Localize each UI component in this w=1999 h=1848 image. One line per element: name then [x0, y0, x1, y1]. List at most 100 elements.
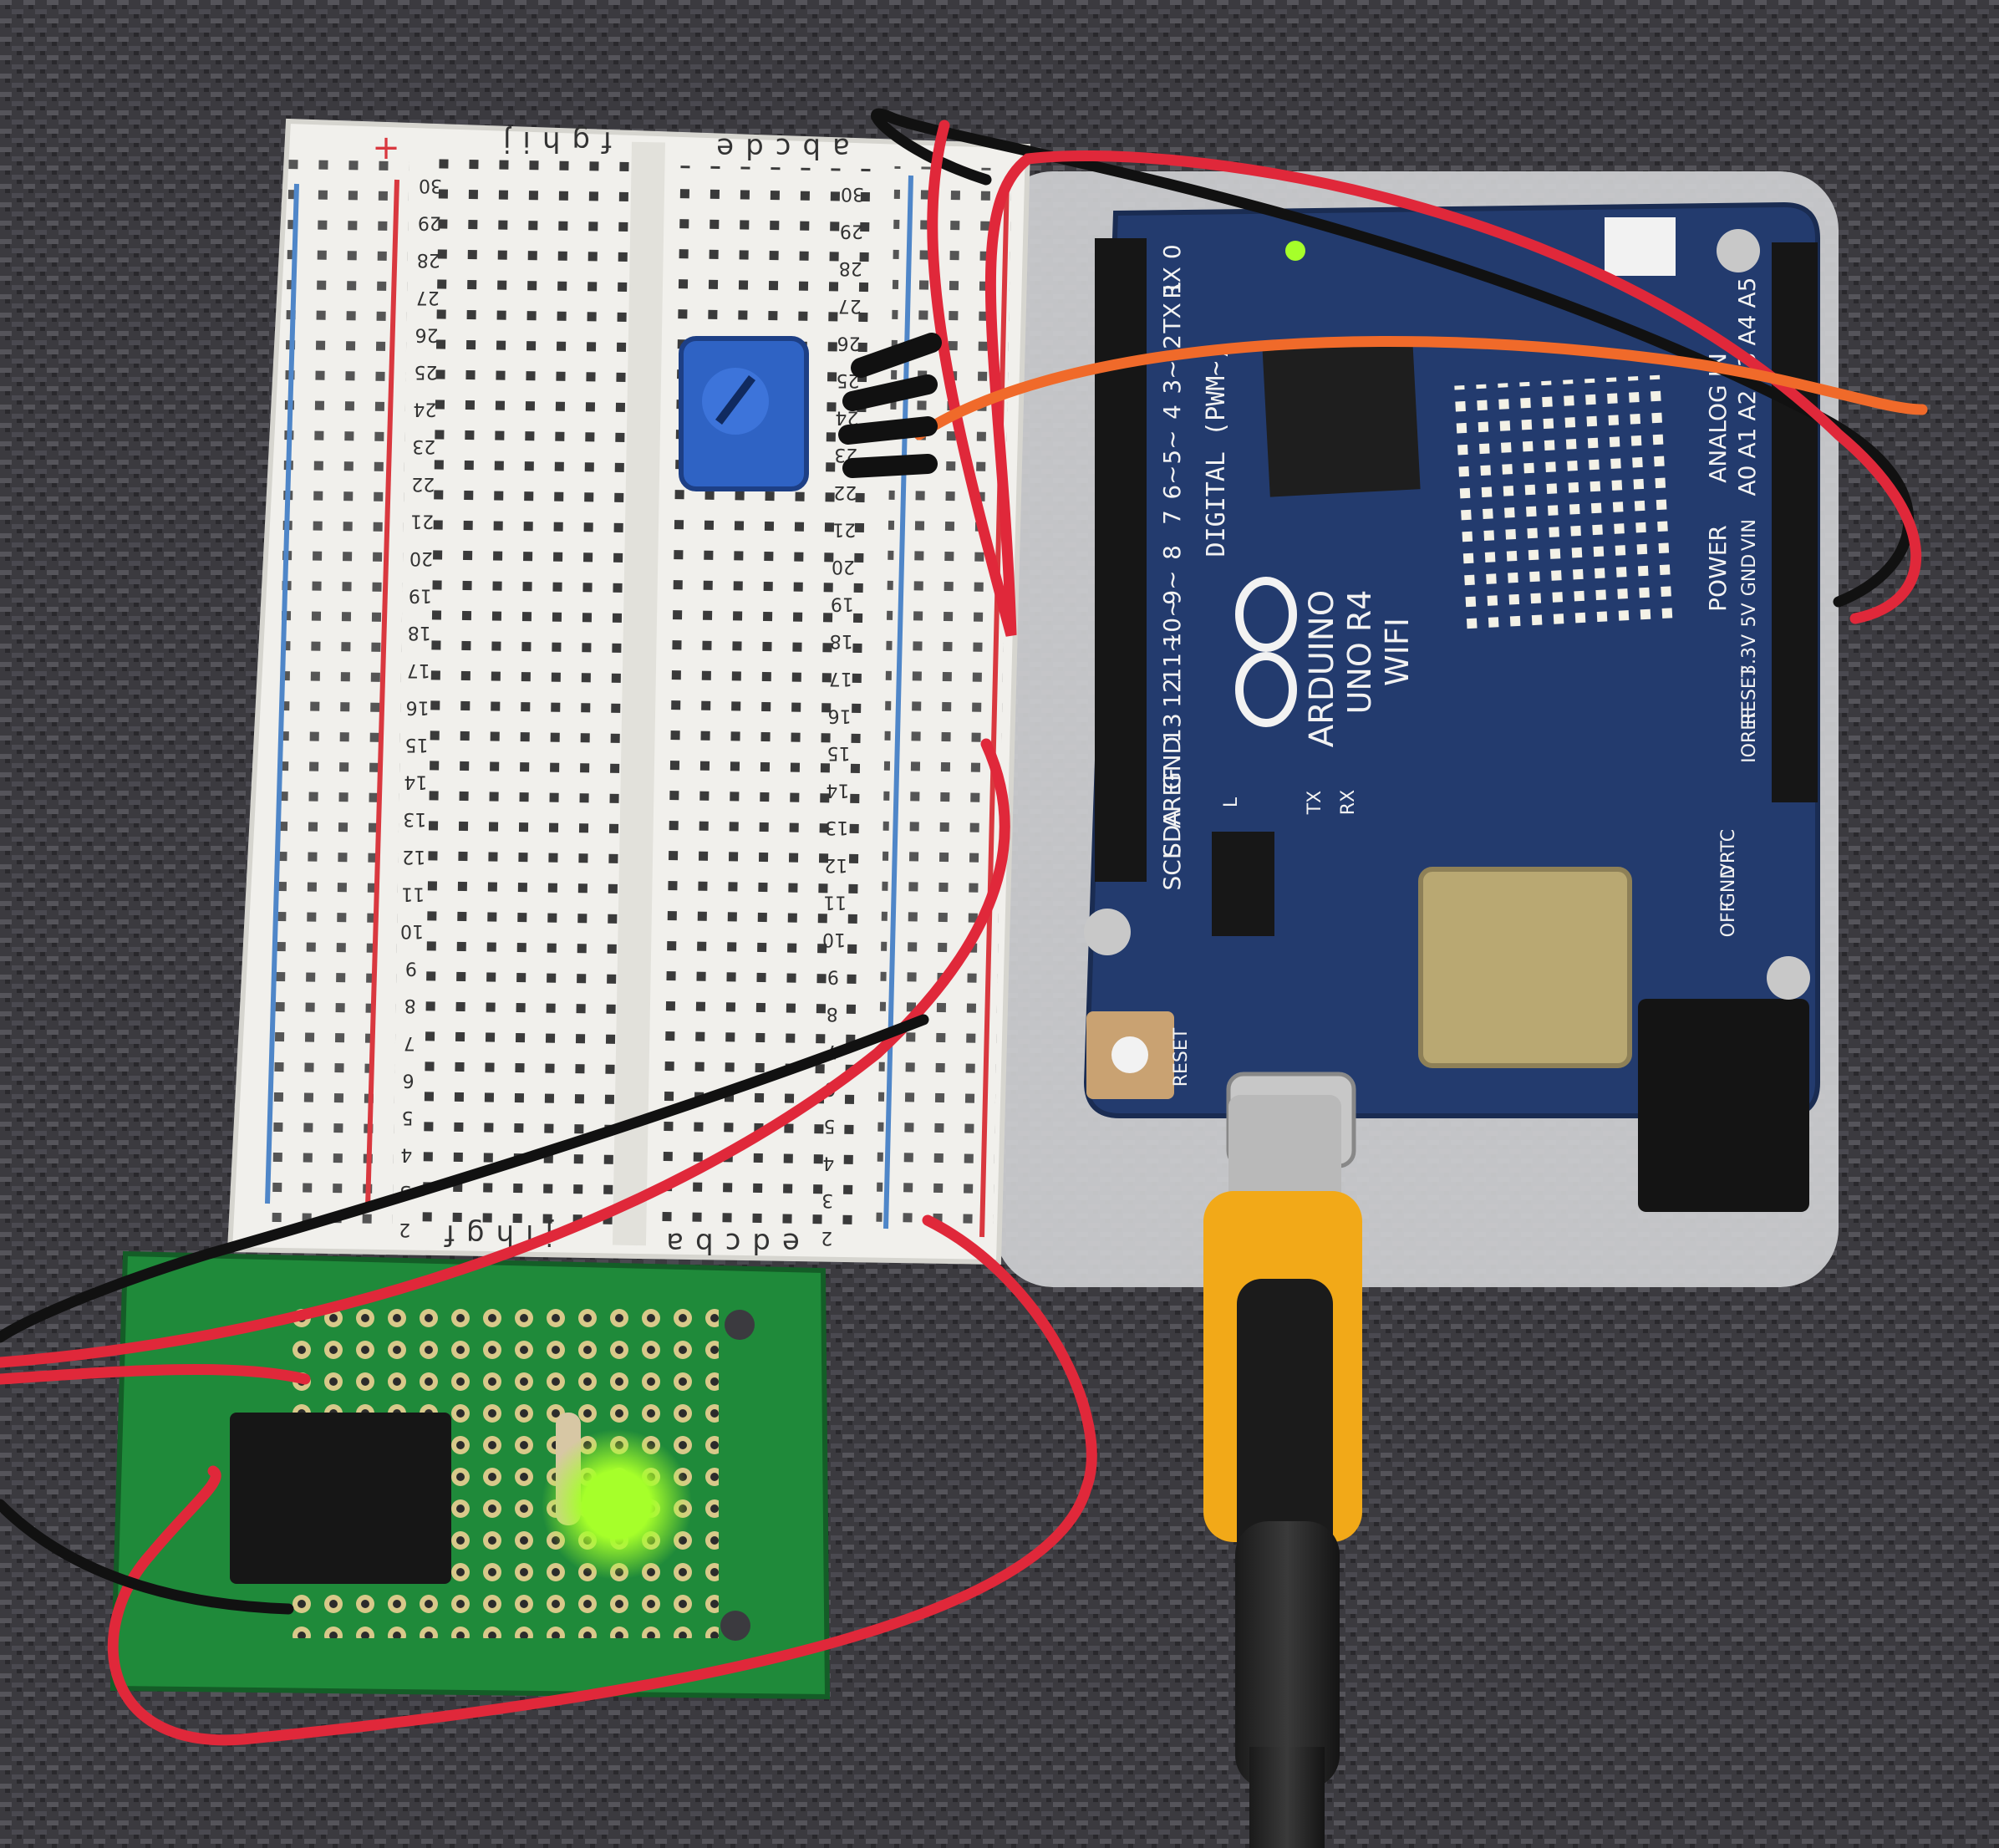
misc-label: VRTC: [1718, 829, 1739, 876]
row-number-left: 5: [402, 1107, 414, 1128]
row-number-left: 23: [412, 435, 435, 456]
potentiometer: [679, 336, 809, 491]
power-led: [1285, 241, 1305, 261]
mount-hole-top: [725, 1310, 755, 1340]
row-number-left: 8: [404, 995, 416, 1016]
row-number-right: 3: [821, 1189, 833, 1210]
digital-header: [1095, 238, 1147, 882]
row-number-right: 28: [839, 257, 862, 278]
power-pin-label: RESET: [1739, 665, 1760, 725]
row-number-left: 24: [413, 399, 436, 420]
row-number-left: 18: [408, 622, 431, 643]
pin-label-right: A2: [1733, 390, 1761, 421]
pin-label-right: A1: [1733, 428, 1761, 459]
row-number-left: 11: [401, 883, 425, 904]
pin-label-left: 2: [1158, 334, 1186, 349]
center-channel: [612, 141, 665, 1246]
row-number-left: 4: [400, 1144, 412, 1165]
row-number-left: 2: [399, 1219, 410, 1240]
pin-label-left: 13: [1158, 713, 1186, 743]
row-number-left: 26: [415, 323, 439, 344]
screw-top-right: [1717, 229, 1760, 272]
row-number-left: 22: [411, 473, 435, 494]
row-number-left: 29: [418, 212, 441, 233]
power-label: POWER: [1704, 525, 1732, 612]
breadboard-letters-top-right: abcde: [704, 131, 850, 165]
pin-labels-left: RX 0TX 123~45~6~789~10~11~1213GNDAREFSDA…: [1158, 244, 1186, 890]
pin-label-left: 3~: [1158, 359, 1186, 394]
row-numbers-right: 3029282726252423222120191817161514131211…: [821, 183, 864, 1248]
pin-label-left: 12: [1158, 678, 1186, 708]
row-number-left: 13: [403, 808, 426, 829]
breadboard: fghij abcde jihgf edcba + 30292827262524…: [226, 118, 1031, 1265]
row-number-left: 28: [417, 249, 440, 270]
misc-label: OFF: [1718, 902, 1739, 938]
pin-label-left: AREF: [1158, 768, 1186, 828]
arduino-model-text: UNO R4: [1341, 590, 1378, 715]
mount-hole-bottom: [720, 1611, 750, 1641]
screw-bottom-left: [1084, 909, 1131, 955]
pin-label-left: TX 1: [1158, 281, 1186, 334]
wire-red-left-long: [0, 738, 1010, 1368]
pin-label-right: A5: [1733, 277, 1761, 308]
row-number-right: 2: [821, 1227, 832, 1248]
row-number-right: 8: [827, 1003, 838, 1024]
pin-label-left: 6~: [1158, 465, 1186, 499]
row-number-left: 15: [405, 734, 429, 755]
misc-label: RESET: [1171, 1027, 1192, 1087]
row-number-left: 7: [404, 1032, 415, 1053]
row-number-left: 17: [407, 659, 430, 680]
row-number-left: 10: [400, 920, 424, 941]
row-number-left: 12: [402, 846, 425, 867]
usb-cable: [1203, 1095, 1362, 1848]
misc-label: L: [1221, 797, 1242, 807]
row-number-right: 13: [825, 817, 848, 837]
row-number-right: 19: [831, 593, 854, 614]
pin-label-left: 9~: [1158, 570, 1186, 604]
rail-red-line-right: [979, 179, 1010, 1238]
digital-pwm-label: DIGITAL (PWM~): [1202, 346, 1231, 557]
wifi-module: [1418, 867, 1632, 1068]
row-number-left: 25: [415, 361, 438, 382]
pin-label-left: 8: [1158, 545, 1186, 560]
row-number-right: 17: [829, 668, 852, 689]
led-green: [583, 1471, 650, 1538]
row-number-right: 29: [840, 221, 863, 242]
row-number-right: 26: [837, 332, 861, 353]
main-chip: [1262, 339, 1421, 497]
row-number-left: 27: [416, 287, 440, 308]
pin-label-left: RX 0: [1158, 244, 1186, 298]
arduino-variant-text: WIFI: [1379, 618, 1416, 686]
pin-label-left: 7: [1158, 510, 1186, 525]
row-numbers-left: 3029282726252423222120191817161514131211…: [399, 175, 442, 1240]
row-number-right: 10: [822, 929, 846, 949]
wires: [0, 108, 1928, 1746]
arduino-brand-text: ARDUINO: [1303, 590, 1341, 747]
wire-red-perf: [0, 1363, 311, 1385]
jumper-black-group: [838, 333, 942, 478]
power-pin-label: 5V: [1739, 603, 1760, 627]
breadboard-letters-bottom-right: edcba: [654, 1226, 800, 1260]
row-number-right: 15: [827, 742, 851, 763]
row-number-right: 5: [824, 1115, 836, 1136]
wire-black-perf: [0, 1499, 294, 1615]
row-number-right: 9: [827, 966, 839, 987]
row-number-right: 16: [828, 705, 852, 725]
breadboard-plus-sign: +: [372, 129, 400, 167]
power-pin-label: VIN: [1739, 519, 1760, 551]
row-number-left: 20: [409, 547, 433, 568]
row-number-right: 20: [832, 556, 855, 577]
screw-bottom-right: [1767, 956, 1810, 1000]
row-number-left: 6: [403, 1069, 415, 1090]
row-number-left: 9: [405, 958, 417, 979]
qwiic-connector: [1605, 217, 1676, 276]
row-number-right: 30: [841, 183, 864, 204]
pin-label-left: 5~: [1158, 430, 1186, 464]
pin-label-left: SCL: [1158, 846, 1186, 890]
pin-label-left: 4: [1158, 405, 1186, 420]
misc-label: TX: [1305, 791, 1325, 816]
pin-label-left: 11~: [1158, 633, 1186, 682]
wire-orange: [913, 335, 1928, 440]
